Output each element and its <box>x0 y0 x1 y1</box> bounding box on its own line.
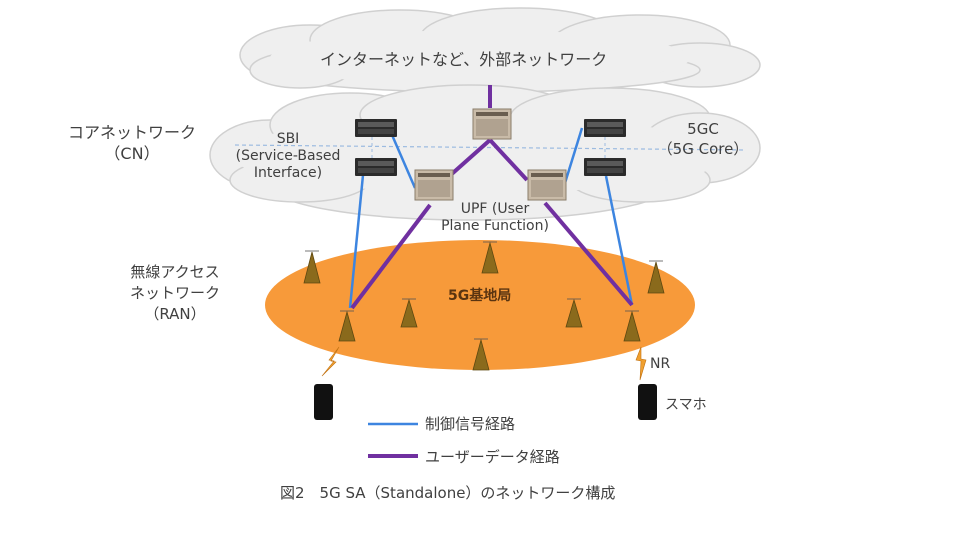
router-icon <box>472 108 512 140</box>
legend-control-label: 制御信号経路 <box>425 415 516 433</box>
upf-label-line1: UPF (User <box>460 201 530 217</box>
sbi-label: SBI (Service-Based Interface) <box>228 131 348 182</box>
upf-router-icon <box>527 169 567 201</box>
ran-area <box>265 240 695 370</box>
lightning-icon <box>635 346 647 381</box>
sbi-label-line2: (Service-Based <box>235 148 341 164</box>
upf-label-line2: Plane Function) <box>441 218 549 234</box>
tower-icon <box>565 298 583 328</box>
fivegc-label-line2: （5G Core） <box>657 140 749 158</box>
ran-label: 無線アクセス ネットワーク （RAN） <box>120 262 230 325</box>
server-icon <box>355 158 397 176</box>
legend-user-data-label: ユーザーデータ経路 <box>425 448 560 466</box>
core-network-label: コアネットワーク （CN） <box>62 124 202 163</box>
lightning-icon <box>321 346 340 377</box>
base-station-towers <box>303 241 665 371</box>
tower-icon <box>303 250 321 284</box>
tower-icon <box>481 241 499 274</box>
upf-router-icon <box>414 169 454 201</box>
server-icon <box>584 119 626 137</box>
tower-icon <box>623 310 641 342</box>
sbi-bus-line <box>234 144 746 151</box>
nr-label: NR <box>650 356 671 372</box>
core-network-label-line1: コアネットワーク <box>67 123 196 142</box>
control-paths <box>348 127 634 309</box>
ran-label-line1: 無線アクセス <box>130 263 220 281</box>
ran-label-line2: ネットワーク <box>129 284 220 302</box>
sbi-label-line3: Interface) <box>253 165 323 181</box>
internet-label: インターネットなど、外部ネットワーク <box>320 50 608 69</box>
core-network-label-line2: （CN） <box>104 144 160 163</box>
smartphone-icon <box>314 384 333 420</box>
router-icons <box>414 108 567 201</box>
sbi-label-line1: SBI <box>276 131 300 147</box>
fivegc-label: 5GC （5G Core） <box>648 120 758 158</box>
smartphone-icon <box>638 384 657 420</box>
tower-icon <box>472 338 490 371</box>
tower-icon <box>338 310 356 342</box>
upf-label: UPF (User Plane Function) <box>420 201 570 235</box>
user-data-paths <box>350 85 634 310</box>
base-station-label: 5G基地局 <box>448 288 512 304</box>
figure-caption: 図2 5G SA（Standalone）のネットワーク構成 <box>280 484 616 502</box>
tower-icon <box>400 298 418 328</box>
smartphone-label: スマホ <box>665 397 707 413</box>
ran-label-line3: （RAN） <box>144 305 206 323</box>
tower-icon <box>647 260 665 294</box>
radio-link-icons <box>321 346 647 381</box>
fivegc-label-line1: 5GC <box>687 120 719 138</box>
smartphones <box>314 384 657 420</box>
server-icon <box>355 119 397 137</box>
server-icon <box>584 158 626 176</box>
server-icons <box>355 119 626 176</box>
